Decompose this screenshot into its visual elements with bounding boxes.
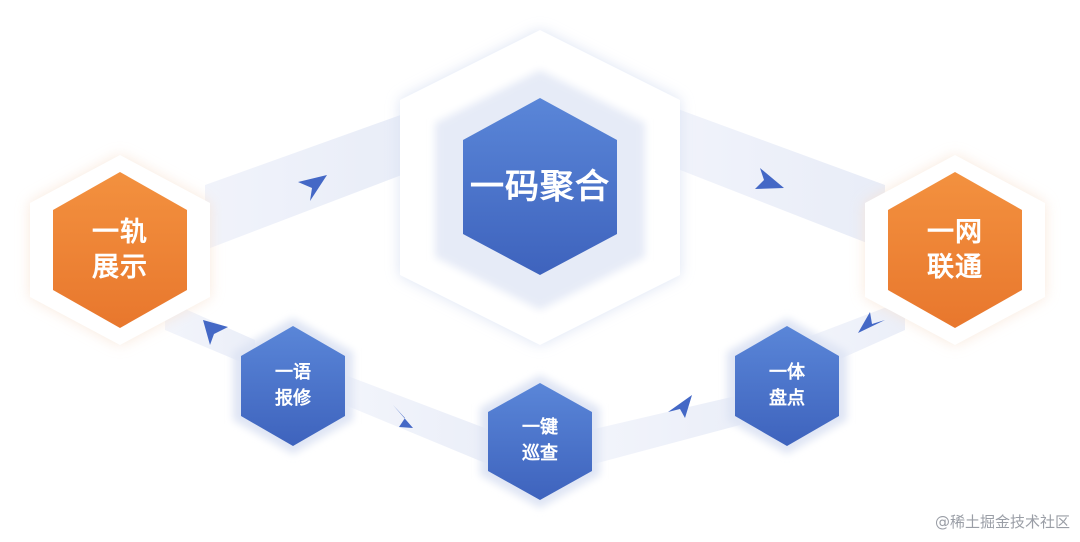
node-left-label: 一轨 展示 xyxy=(92,215,148,285)
arrow-bottom-left-to-left xyxy=(203,320,228,345)
node-bottom-right-label-line-2: 盘点 xyxy=(769,388,805,409)
node-bottom-center-label-line-1: 一键 xyxy=(522,416,558,438)
node-left-hexagon xyxy=(53,172,187,328)
arrow-bottom-center-to-bottom-left xyxy=(393,405,413,428)
arrow-center-to-right xyxy=(755,168,784,189)
node-bottom-right xyxy=(727,318,847,454)
node-right xyxy=(865,155,1045,345)
node-bottom-left-label-line-1: 一语 xyxy=(275,361,311,383)
node-bottom-left-label: 一语 报修 xyxy=(275,360,311,412)
node-center xyxy=(400,30,680,345)
node-left-label-line-2: 展示 xyxy=(92,252,148,283)
node-bottom-right-label: 一体 盘点 xyxy=(769,360,805,412)
node-left-label-line-1: 一轨 xyxy=(92,216,148,248)
node-bottom-center-label-line-2: 巡查 xyxy=(522,443,558,464)
node-right-hexagon xyxy=(888,172,1022,328)
band-bottom-right-to-bottom-center xyxy=(590,395,740,465)
node-center-label: 一码聚合 xyxy=(470,166,610,209)
node-bottom-center xyxy=(480,375,600,508)
band-bottom-center-to-bottom-left xyxy=(345,375,490,465)
arrow-bottom-right-to-bottom-center xyxy=(668,395,692,418)
node-bottom-center-hexagon xyxy=(488,383,592,500)
node-left xyxy=(30,155,210,345)
node-bottom-left-hexagon xyxy=(241,326,345,446)
node-bottom-center-label: 一键 巡查 xyxy=(522,415,558,467)
arrow-right-to-bottom-right xyxy=(858,312,885,333)
node-bottom-right-label-line-1: 一体 xyxy=(769,361,805,383)
node-right-label-line-2: 联通 xyxy=(927,252,983,283)
watermark: @稀土掘金技术社区 xyxy=(934,513,1070,531)
arrow-left-to-center xyxy=(298,175,327,201)
node-bottom-left xyxy=(233,318,353,454)
flow-arrows xyxy=(203,168,885,428)
node-bottom-right-hexagon xyxy=(735,326,839,446)
band-center-to-right xyxy=(675,108,885,250)
node-right-label: 一网 联通 xyxy=(927,215,983,285)
node-right-label-line-1: 一网 xyxy=(927,216,983,248)
node-bottom-left-label-line-2: 报修 xyxy=(275,388,311,409)
node-center-label-line-1: 一码聚合 xyxy=(470,166,610,207)
node-center-hexagon xyxy=(463,98,617,275)
